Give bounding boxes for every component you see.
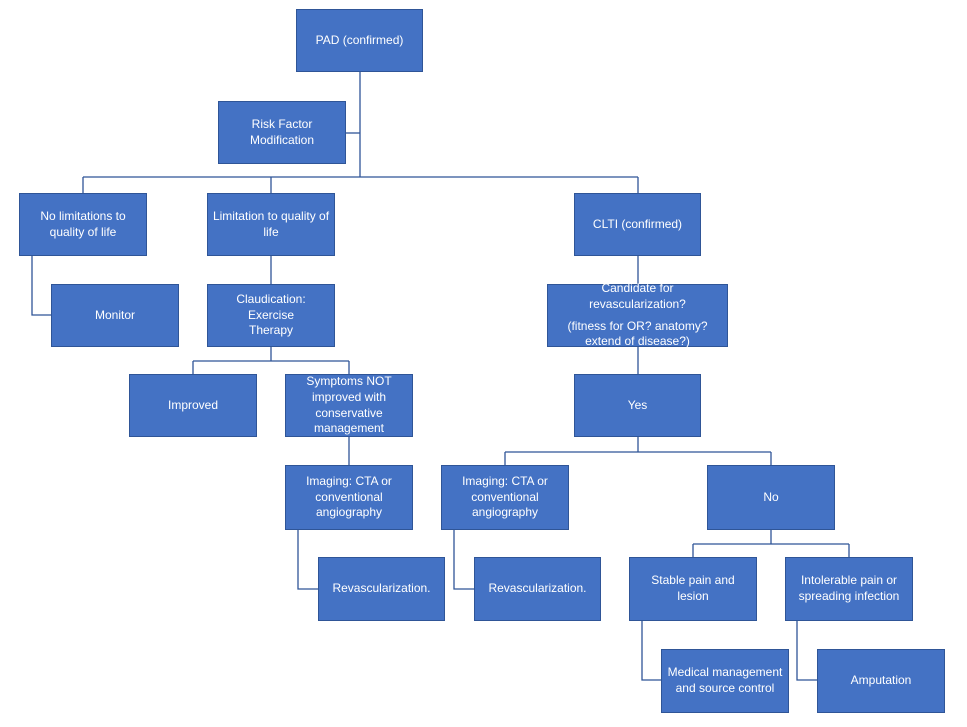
monitor-box: Monitor xyxy=(51,284,179,347)
imaging-right-label: Imaging: CTA or conventional angiography xyxy=(462,474,548,520)
improved-box: Improved xyxy=(129,374,257,437)
limitation-label: Limitation to quality of life xyxy=(212,208,330,239)
stable-pain-box: Stable pain and lesion xyxy=(629,557,757,621)
revascularization-box-right: Revascularization. xyxy=(474,557,601,621)
limitation-box: Limitation to quality of life xyxy=(207,193,335,256)
amputation-label: Amputation xyxy=(850,673,912,688)
risk-factor-label: Risk Factor Modification xyxy=(249,116,315,147)
imaging-box-left: Imaging: CTA or conventional angiography xyxy=(285,465,413,530)
symptoms-not-improved-box: Symptoms NOT improved with conservative … xyxy=(285,374,413,437)
yes-label: Yes xyxy=(627,397,648,412)
risk-factor-box: Risk Factor Modification xyxy=(218,101,346,164)
connector-no-limitations-to-monitor xyxy=(31,256,51,316)
revascularization-left-label: Revascularization. xyxy=(332,581,431,596)
candidate-revascularization-title: Candidate for revascularization? xyxy=(589,281,686,311)
connector-imaging-left-to-revasc xyxy=(297,530,318,590)
stable-pain-label: Stable pain and lesion xyxy=(651,573,735,603)
revascularization-box-left: Revascularization. xyxy=(318,557,445,621)
yes-box: Yes xyxy=(574,374,701,437)
amputation-box: Amputation xyxy=(817,649,945,713)
intolerable-pain-label: Intolerable pain or spreading infection xyxy=(798,573,900,603)
connector-imaging-right-to-revasc xyxy=(453,530,474,590)
no-limitations-box: No limitations to quality of life xyxy=(19,193,147,256)
clti-confirmed-box: CLTI (confirmed) xyxy=(574,193,701,256)
connector-intolerable-to-amputation xyxy=(796,621,817,681)
no-limitations-label: No limitations to quality of life xyxy=(40,208,126,239)
improved-label: Improved xyxy=(167,397,219,412)
imaging-box-right: Imaging: CTA or conventional angiography xyxy=(441,465,569,530)
monitor-label: Monitor xyxy=(94,307,135,322)
medical-management-label: Medical management and source control xyxy=(667,665,783,695)
pad-confirmed-box: PAD (confirmed) xyxy=(296,9,423,72)
connector-stable-to-medical xyxy=(641,621,661,681)
claudication-box: Claudication: Exercise Therapy xyxy=(207,284,335,347)
connector-claudication-bus xyxy=(192,347,350,374)
pad-confirmed-label: PAD (confirmed) xyxy=(315,32,404,47)
imaging-left-label: Imaging: CTA or conventional angiography xyxy=(306,474,392,520)
no-box: No xyxy=(707,465,835,530)
connector-no-bus xyxy=(692,530,850,557)
symptoms-not-improved-label: Symptoms NOT improved with conservative … xyxy=(306,374,392,436)
no-label: No xyxy=(763,489,779,504)
intolerable-pain-box: Intolerable pain or spreading infection xyxy=(785,557,913,621)
medical-management-box: Medical management and source control xyxy=(661,649,789,713)
connector-yes-bus xyxy=(504,437,772,465)
clti-confirmed-label: CLTI (confirmed) xyxy=(592,216,683,231)
candidate-revascularization-box: Candidate for revascularization? (fitnes… xyxy=(547,281,728,349)
claudication-label: Claudication: Exercise Therapy xyxy=(236,292,306,338)
candidate-revascularization-subtitle: (fitness for OR? anatomy? extend of dise… xyxy=(567,318,708,349)
revascularization-right-label: Revascularization. xyxy=(488,581,587,596)
